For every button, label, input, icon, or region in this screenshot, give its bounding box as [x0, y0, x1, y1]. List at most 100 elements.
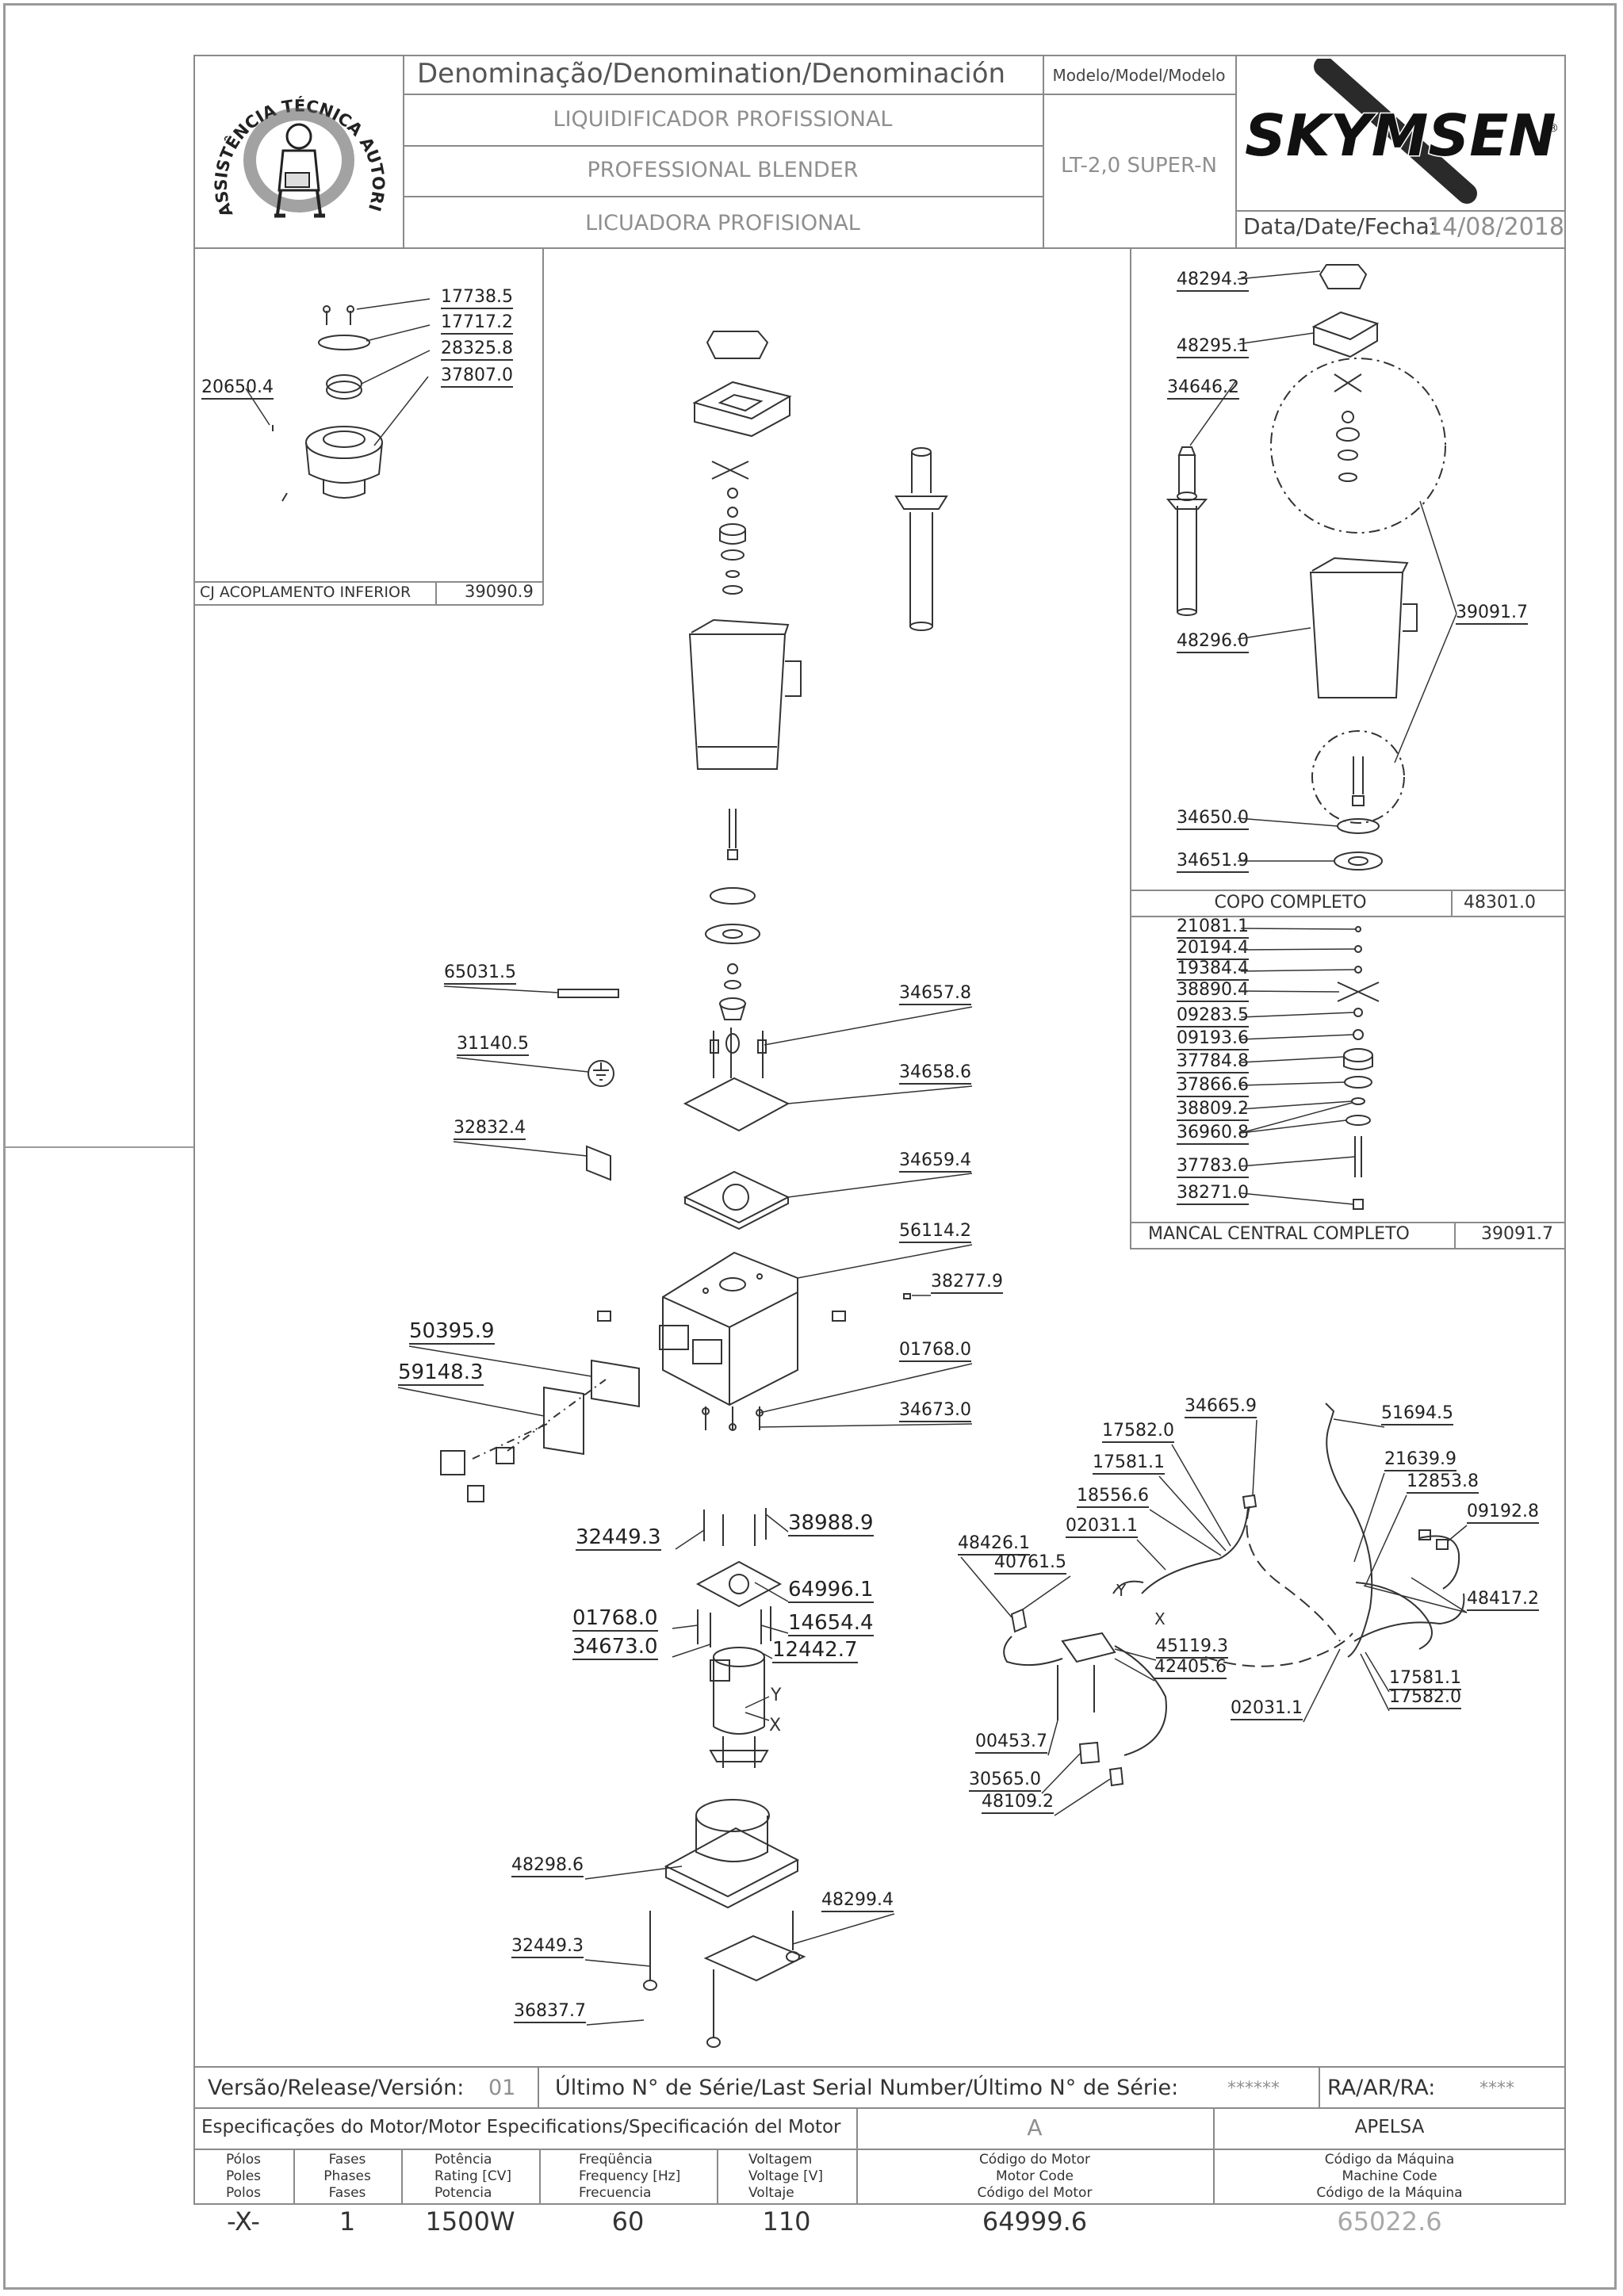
- divider: [403, 145, 1043, 147]
- part-label[interactable]: 56114.2: [899, 1223, 971, 1243]
- bearing-drawing: [1130, 916, 1566, 1222]
- part-label[interactable]: 09283.5: [1177, 1007, 1249, 1027]
- inset-border: [193, 604, 543, 606]
- part-label[interactable]: 36837.7: [514, 2003, 586, 2023]
- part-label[interactable]: 37784.8: [1177, 1053, 1249, 1073]
- part-label[interactable]: 17738.5: [441, 289, 513, 309]
- part-label[interactable]: 64996.1: [788, 1578, 874, 1603]
- wire-label[interactable]: 34665.9: [1185, 1398, 1257, 1418]
- product-name-en: PROFESSIONAL BLENDER: [587, 158, 859, 182]
- wire-label[interactable]: 21639.9: [1384, 1451, 1456, 1471]
- divider: [1043, 55, 1044, 248]
- wire-label[interactable]: 45119.3: [1156, 1638, 1228, 1659]
- wire-label[interactable]: 42405.6: [1154, 1659, 1227, 1679]
- part-label[interactable]: 37807.0: [441, 367, 513, 388]
- part-label[interactable]: 37866.6: [1177, 1077, 1249, 1097]
- part-label[interactable]: 37783.0: [1177, 1158, 1249, 1178]
- part-label[interactable]: 32832.4: [454, 1119, 526, 1140]
- footer-rule: [193, 2149, 1566, 2150]
- part-label[interactable]: 34673.0: [572, 1635, 658, 1660]
- part-label[interactable]: 65031.5: [444, 964, 516, 985]
- part-label[interactable]: 01768.0: [572, 1606, 658, 1632]
- divider: [403, 55, 404, 248]
- part-label[interactable]: 34659.4: [899, 1152, 971, 1173]
- wire-label[interactable]: 12853.8: [1407, 1473, 1479, 1494]
- part-label[interactable]: 34657.8: [899, 985, 971, 1005]
- divider: [1043, 94, 1235, 95]
- part-label[interactable]: 32449.3: [511, 1938, 584, 1958]
- part-label[interactable]: 38277.9: [931, 1273, 1003, 1294]
- wire-label[interactable]: 48417.2: [1467, 1590, 1539, 1611]
- part-label[interactable]: 19384.4: [1177, 960, 1249, 981]
- part-label[interactable]: 21081.1: [1177, 918, 1249, 939]
- part-label[interactable]: 38809.2: [1177, 1100, 1249, 1121]
- wire-label[interactable]: 17582.0: [1102, 1422, 1174, 1443]
- wire-label[interactable]: 02031.1: [1066, 1517, 1138, 1538]
- wire-label[interactable]: 40761.5: [994, 1554, 1066, 1575]
- part-label[interactable]: 50395.9: [409, 1319, 495, 1345]
- part-label[interactable]: 34673.0: [899, 1402, 971, 1422]
- part-label[interactable]: 34646.2: [1167, 379, 1239, 400]
- part-label[interactable]: 17717.2: [441, 314, 513, 335]
- part-label[interactable]: 48298.6: [511, 1857, 584, 1877]
- assembly-code: 48301.0: [1464, 893, 1536, 913]
- footer-divider: [856, 2107, 858, 2205]
- part-label[interactable]: 48299.4: [821, 1892, 894, 1912]
- part-label[interactable]: 38271.0: [1177, 1184, 1249, 1205]
- part-label[interactable]: 39091.7: [1456, 604, 1528, 625]
- wire-label[interactable]: 02031.1: [1231, 1700, 1303, 1720]
- part-label[interactable]: 34658.6: [899, 1064, 971, 1085]
- part-label[interactable]: 48296.0: [1177, 633, 1249, 653]
- part-label[interactable]: 20194.4: [1177, 939, 1249, 960]
- part-label[interactable]: 48294.3: [1177, 271, 1249, 292]
- machine-manufacturer: APELSA: [1354, 2117, 1425, 2137]
- motor-spec-title: Especificações do Motor/Motor Especifica…: [201, 2117, 841, 2137]
- inset-border: [542, 247, 544, 605]
- wire-label[interactable]: 17581.1: [1093, 1454, 1165, 1475]
- wire-marker-y: Y: [1116, 1581, 1127, 1600]
- part-label[interactable]: 34650.0: [1177, 809, 1249, 830]
- skymsen-logo: SKYMSEN ®: [1237, 59, 1564, 206]
- assembly-name: MANCAL CENTRAL COMPLETO: [1148, 1224, 1410, 1244]
- footer-rule: [193, 2107, 1566, 2109]
- svg-text:®: ®: [1548, 122, 1559, 135]
- part-label[interactable]: 48295.1: [1177, 338, 1249, 358]
- part-label[interactable]: 12442.7: [772, 1638, 858, 1663]
- part-label[interactable]: 59148.3: [398, 1360, 484, 1386]
- wire-label[interactable]: 30565.0: [969, 1771, 1041, 1792]
- part-label[interactable]: 14654.4: [788, 1611, 874, 1636]
- part-label[interactable]: 36960.8: [1177, 1124, 1249, 1145]
- product-name-pt: LIQUIDIFICADOR PROFISSIONAL: [553, 107, 893, 132]
- wire-label[interactable]: 09192.8: [1467, 1503, 1539, 1524]
- wire-label[interactable]: 18556.6: [1077, 1487, 1149, 1508]
- part-label[interactable]: 31140.5: [457, 1035, 529, 1056]
- inset-border: [1130, 1248, 1566, 1249]
- wire-label[interactable]: 00453.7: [975, 1733, 1047, 1754]
- footer-divider: [717, 2149, 718, 2205]
- wire-label[interactable]: 48109.2: [982, 1793, 1054, 1814]
- part-label[interactable]: 20650.4: [201, 379, 274, 400]
- divider: [403, 94, 1043, 95]
- part-label[interactable]: 32449.3: [576, 1525, 661, 1551]
- wire-label[interactable]: 48426.1: [958, 1535, 1030, 1556]
- part-label[interactable]: 09193.6: [1177, 1030, 1249, 1050]
- part-label[interactable]: 38988.9: [788, 1511, 874, 1536]
- footer-divider: [1213, 2107, 1215, 2205]
- part-label[interactable]: 38890.4: [1177, 982, 1249, 1002]
- product-name-es: LICUADORA PROFISIONAL: [585, 211, 860, 235]
- part-label[interactable]: 01768.0: [899, 1341, 971, 1362]
- assembly-name: COPO COMPLETO: [1214, 893, 1367, 913]
- inset-border: [1130, 916, 1566, 917]
- wire-label[interactable]: 17582.0: [1389, 1689, 1461, 1709]
- denomination-title: Denominação/Denomination/Denominación: [417, 58, 1006, 90]
- part-label[interactable]: 34651.9: [1177, 852, 1249, 873]
- wire-label[interactable]: 51694.5: [1381, 1405, 1453, 1425]
- wire-label[interactable]: 17581.1: [1389, 1670, 1461, 1690]
- part-label[interactable]: 28325.8: [441, 340, 513, 361]
- divider: [1235, 210, 1566, 212]
- val-phases: 1: [339, 2206, 356, 2237]
